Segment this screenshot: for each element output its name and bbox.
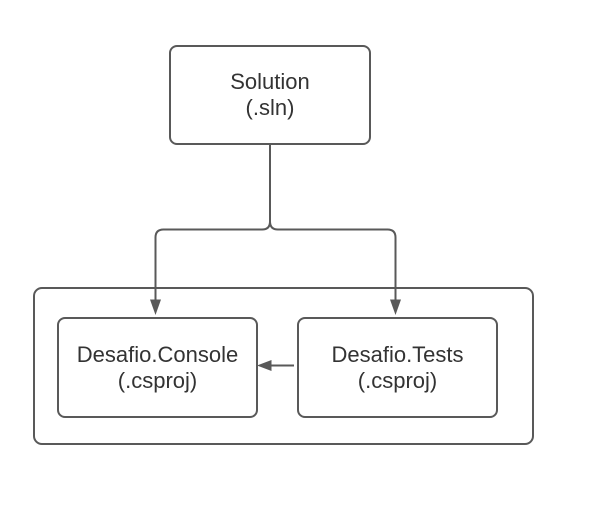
node-console-label-line2: (.csproj)	[117, 367, 198, 393]
node-tests-label-line1: Desafio.Tests	[331, 341, 464, 367]
edge-solution-to-tests	[269, 145, 397, 300]
node-solution-label-line1: Solution	[230, 69, 310, 94]
node-solution-label-line2: (.sln)	[245, 95, 295, 120]
node-desafio-tests: Desafio.Tests (.csproj)	[297, 317, 498, 418]
node-console-label-line1: Desafio.Console	[76, 341, 239, 367]
edge-solution-to-console	[154, 145, 271, 300]
node-desafio-console: Desafio.Console (.csproj)	[57, 317, 258, 418]
node-tests-label-line2: (.csproj)	[357, 367, 438, 393]
solution-container-group: Desafio.Console (.csproj) Desafio.Tests …	[33, 287, 534, 445]
node-solution: Solution (.sln)	[169, 45, 371, 145]
